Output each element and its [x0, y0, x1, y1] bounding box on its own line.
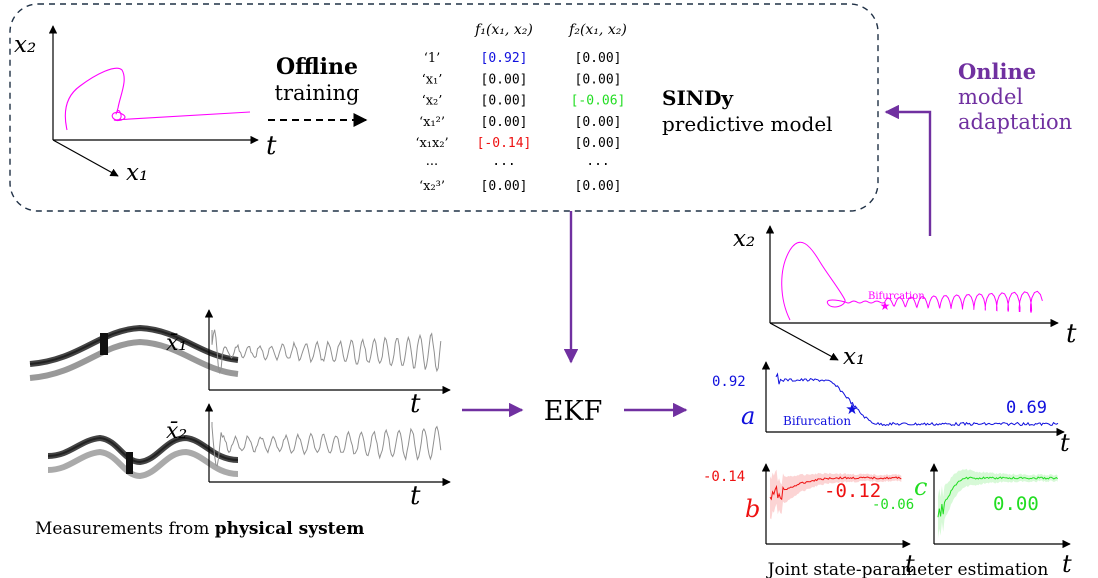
offline-3d-axes: [48, 25, 259, 177]
estimation-axis-x1-label: x₁: [843, 344, 865, 370]
measurement-x1-t-label: t: [410, 389, 421, 419]
table-term-cell: ‘x₁x₂’: [415, 136, 448, 151]
offline-axis-x1-label: x₁: [126, 160, 148, 186]
subplot-b-start-value: -0.14: [703, 469, 745, 485]
measurements-caption: Measurements from physical system: [35, 519, 364, 539]
measurement-x1-signal: [211, 329, 442, 375]
estimation-axis-x2-label: x₂: [733, 226, 755, 252]
table-term-cell: ‘x₁’: [422, 72, 443, 87]
online-title: Online: [958, 59, 1036, 84]
offline-axis-t-label: t: [266, 131, 277, 161]
measurement-x2-axes: [204, 403, 451, 487]
trajectory-bifurcation-star-icon: ★: [880, 299, 891, 313]
table-coefficient-cell: [0.00]: [575, 51, 622, 66]
measurement-x1-label: x̄₁: [166, 331, 187, 356]
estimation-caption: Joint state-parameter estimation: [766, 560, 1049, 578]
subplot-c-start-value: -0.06: [872, 497, 914, 513]
subplot-b-curve: [769, 476, 902, 501]
estimation-axis-t-label: t: [1066, 319, 1077, 349]
subplot-a-t-label: t: [1060, 429, 1070, 457]
online-line3: adaptation: [958, 110, 1072, 134]
measurement-x2-t-label: t: [410, 481, 421, 511]
subplot-b-t-label: t: [905, 550, 915, 578]
estimation-trajectory: [781, 241, 1043, 321]
offline-training-title: Offline: [276, 54, 358, 80]
ekf-label: EKF: [544, 396, 603, 427]
table-coefficient-cell: [0.00]: [575, 136, 622, 151]
subplot-b-symbol: b: [745, 495, 760, 523]
offline-trajectory: [64, 67, 251, 131]
table-coefficient-cell: ···: [492, 158, 515, 173]
subplot-a-start-value: 0.92: [712, 374, 746, 390]
subplot-a-curve: [775, 372, 1059, 427]
trajectory-bifurcation-label: Bifurcation: [868, 291, 925, 302]
subplot-a-symbol: a: [741, 402, 755, 430]
table-coefficient-cell: [0.00]: [575, 115, 622, 130]
table-coefficient-cell: [0.00]: [575, 72, 622, 87]
subplot-c-uncertainty-band: [938, 468, 1058, 539]
table-coefficient-cell: [0.00]: [481, 179, 528, 194]
subplot-a-bifurcation-label: Bifurcation: [783, 414, 851, 428]
table-coefficient-cell: [-0.06]: [571, 94, 626, 109]
subplot-a-bifurcation-star-icon: ★: [845, 400, 858, 418]
subplot-a-end-value: 0.69: [1006, 398, 1047, 418]
table-coefficient-cell: [0.00]: [481, 94, 528, 109]
measurement-x2-signal: [211, 422, 442, 467]
subplot-b-axes: [761, 463, 911, 549]
coefficient-table: f₁(x₁, x₂) f₂(x₁, x₂) ‘1’ [0.92] [0.00] ‘x₁’ […: [415, 22, 627, 194]
table-column-header: f₁(x₁, x₂): [474, 22, 533, 38]
table-coefficient-cell: [0.92]: [481, 51, 528, 66]
online-line2: model: [958, 85, 1023, 109]
table-term-cell: ‘x₂³’: [419, 179, 445, 194]
table-term-cell: ‘x₂’: [422, 94, 443, 109]
physical-system-illustration: [29, 324, 239, 480]
offline-box-border: [9, 3, 879, 212]
subplot-c-end-value: 0.00: [993, 493, 1039, 515]
table-coefficient-cell: [0.00]: [481, 72, 528, 87]
table-coefficient-cell: [0.00]: [575, 179, 622, 194]
sindy-subtitle: predictive model: [662, 112, 833, 136]
table-term-cell: ···: [426, 158, 438, 173]
measurement-x1-axes: [204, 309, 451, 395]
table-term-cell: ‘1’: [424, 51, 441, 66]
table-column-header: f₂(x₁, x₂): [568, 22, 627, 38]
offline-training-sub: training: [275, 81, 360, 105]
online-adaptation-arrow: [884, 104, 932, 236]
subplot-c-axes: [929, 463, 1071, 549]
measurement-x2-label: x̄₂: [166, 419, 187, 444]
subplot-c-t-label: t: [1062, 550, 1072, 578]
sindy-title: SINDy: [662, 86, 734, 110]
offline-axis-x2-label: x₂: [14, 32, 36, 58]
subplot-c-symbol: c: [914, 473, 927, 501]
subplot-c-curve: [937, 476, 1058, 518]
subplot-b-end-value: -0.12: [824, 480, 881, 502]
table-coefficient-cell: ···: [586, 158, 609, 173]
estimation-3d-axes: [765, 225, 1059, 361]
table-coefficient-cell: [-0.14]: [477, 136, 532, 151]
table-coefficient-cell: [0.00]: [481, 115, 528, 130]
subplot-a-axes: [761, 361, 1065, 437]
table-term-cell: ‘x₁²’: [419, 115, 445, 130]
